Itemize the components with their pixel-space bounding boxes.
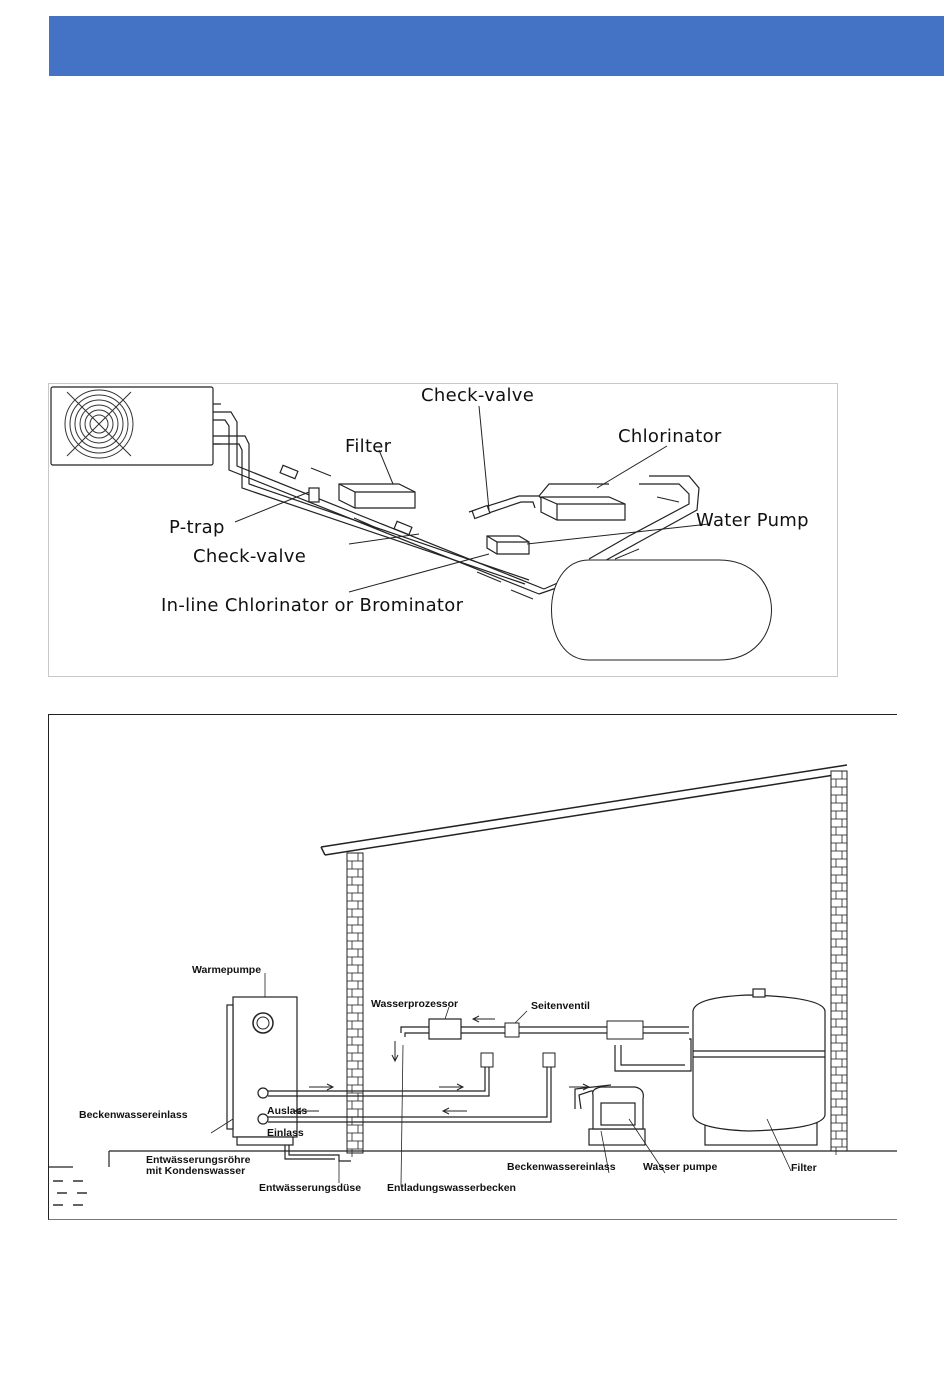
filter-box [339,484,415,508]
label-filter: Filter [345,436,392,457]
label-pool-inlet-left: Beckenwassereinlass [79,1109,188,1121]
label-outlet: Auslass [267,1105,307,1117]
pool-water [53,1181,87,1205]
label-filter: Filter [791,1162,817,1174]
label-drain-pipe-2: mit Kondenswasser [146,1165,245,1177]
label-inline-chlorinator: In-line Chlorinator or Brominator [161,595,464,616]
plumbing-diagram-english: Check-valve Filter Chlorinator Water Pum… [48,383,838,677]
water-processor [429,1019,461,1039]
chlorinator-box [541,497,625,520]
label-chlorinator: Chlorinator [618,426,722,447]
label-heat-pump: Warmepumpe [192,964,261,976]
installation-diagram-german: Warmepumpe Beckenwassereinlass Auslass E… [48,714,897,1220]
water-pump [589,1087,645,1145]
valves [481,1021,643,1067]
label-check-valve-top: Check-valve [421,385,534,406]
filter-tank [693,989,825,1145]
label-discharge-basin: Entladungswasserbecken [387,1182,516,1194]
label-water-processor: Wasserprozessor [371,998,458,1010]
label-inlet: Einlass [267,1127,304,1139]
roof [321,765,847,855]
fan-grille-icon [65,390,133,458]
label-check-valve-bottom: Check-valve [193,546,306,567]
label-side-valve: Seitenventil [531,1000,590,1012]
pool-outline [552,560,772,660]
label-water-pump: Water Pump [696,510,809,531]
header-bar [49,16,944,76]
label-p-trap: P-trap [169,517,225,538]
label-drain-nozzle: Entwässerungsdüse [259,1182,361,1194]
label-water-pump: Wasser pumpe [643,1161,717,1173]
brick-wall-right [831,771,847,1151]
inline-chlorinator-box [487,536,529,554]
label-pool-inlet-right: Beckenwassereinlass [507,1161,616,1173]
brick-wall-left [347,853,363,1153]
